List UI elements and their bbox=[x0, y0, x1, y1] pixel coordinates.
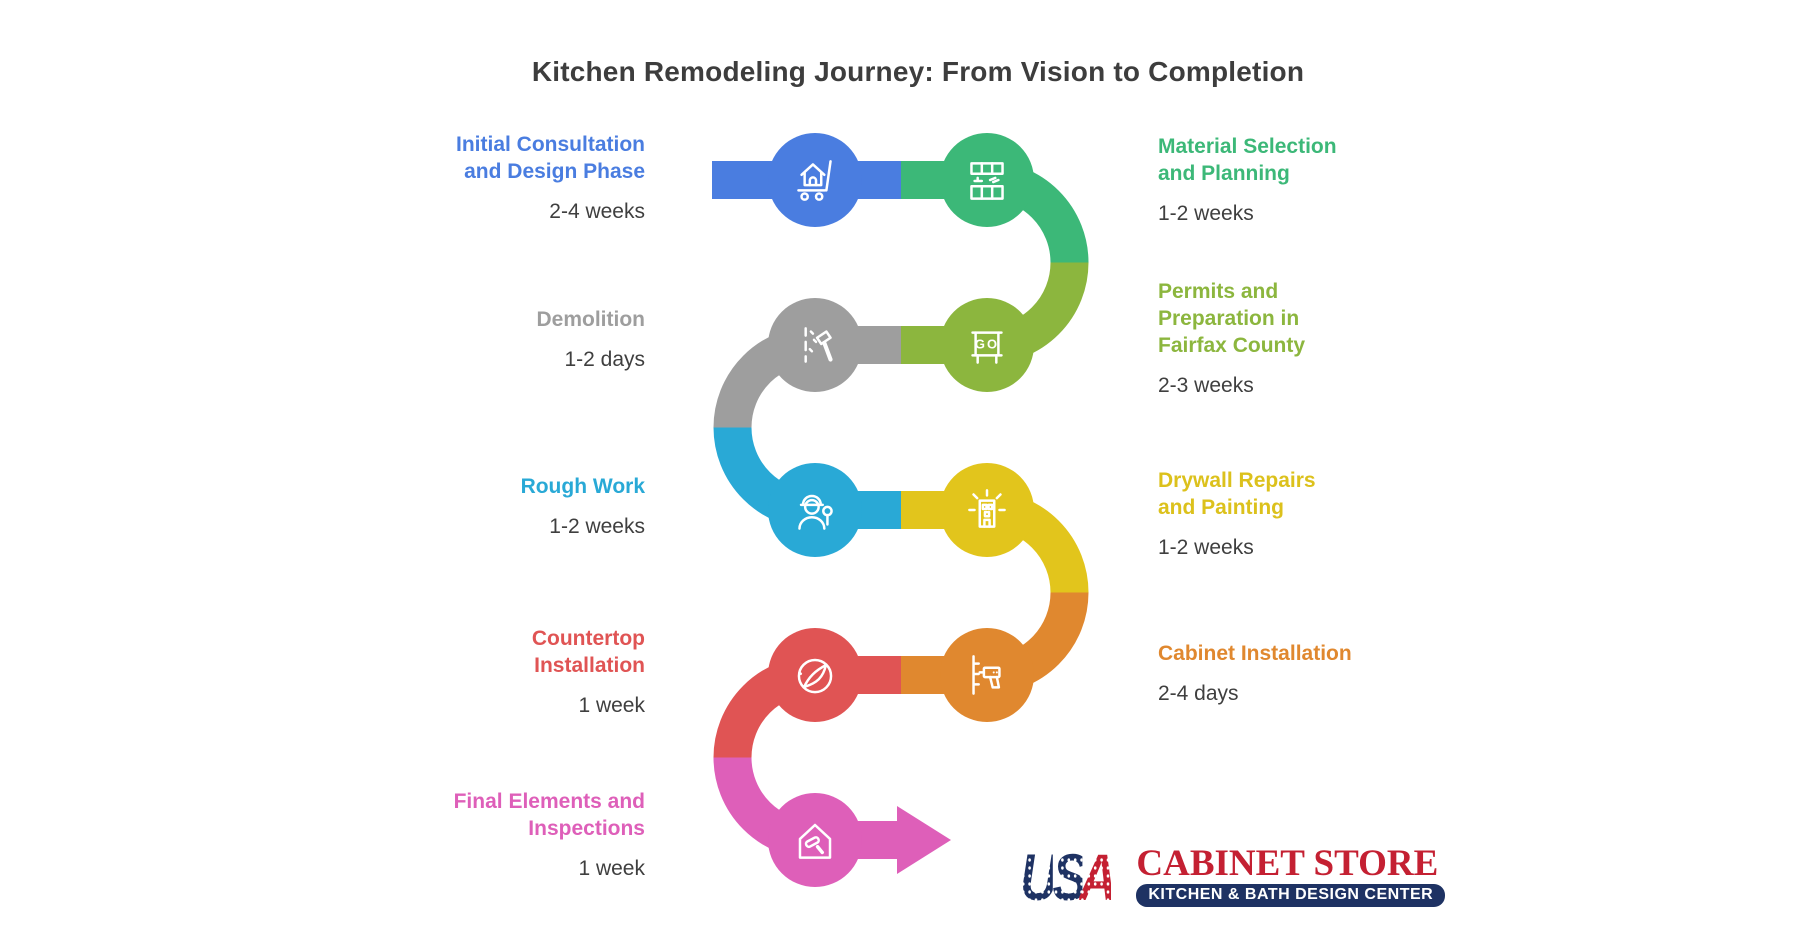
step-countertop: Countertop Installation 1 week bbox=[510, 625, 645, 719]
usa-letter-a: A bbox=[1078, 840, 1117, 914]
step-label: Demolition bbox=[536, 308, 646, 331]
node-countertop bbox=[768, 628, 862, 722]
usa-letter-u: U bbox=[1020, 840, 1058, 914]
node-material-selection bbox=[940, 133, 1034, 227]
step-duration: 1-2 days bbox=[564, 348, 645, 371]
step-label: Final Elements and Inspections bbox=[453, 790, 645, 840]
node-final-elements bbox=[768, 793, 862, 887]
node-permits: GO bbox=[940, 298, 1034, 392]
hammer-demolition-icon bbox=[804, 327, 833, 363]
node-initial-consultation bbox=[768, 133, 862, 227]
step-final-elements: Final Elements and Inspections 1 week bbox=[440, 788, 645, 882]
shining-building-icon bbox=[968, 489, 1006, 528]
go-sign-icon: GO bbox=[971, 331, 1003, 364]
step-duration: 1-2 weeks bbox=[1158, 202, 1254, 225]
store-name: CABINET STORE bbox=[1136, 843, 1439, 884]
node-cabinet-installation bbox=[940, 628, 1034, 722]
go-sign-label: GO bbox=[975, 337, 999, 352]
step-permits: Permits and Preparation in Fairfax Count… bbox=[1158, 278, 1323, 399]
step-initial-consultation: Initial Consultation and Design Phase 2-… bbox=[420, 131, 645, 225]
step-duration: 1 week bbox=[578, 857, 645, 880]
step-material-selection: Material Selection and Planning 1-2 week… bbox=[1158, 133, 1358, 227]
worker-wrench-icon bbox=[798, 494, 833, 530]
step-rough-work: Rough Work 1-2 weeks bbox=[521, 473, 645, 540]
node-rough-work bbox=[768, 463, 862, 557]
logo-text-block: CABINET STORE KITCHEN & BATH DESIGN CENT… bbox=[1136, 843, 1446, 907]
journey-arrow-icon bbox=[897, 806, 951, 874]
store-tagline: KITCHEN & BATH DESIGN CENTER bbox=[1136, 884, 1446, 907]
usa-letter-s: S bbox=[1052, 840, 1088, 914]
step-duration: 2-4 weeks bbox=[549, 200, 645, 223]
house-cart-icon bbox=[797, 160, 832, 201]
step-label: Rough Work bbox=[520, 475, 645, 498]
step-duration: 1-2 weeks bbox=[549, 515, 645, 538]
step-drywall-painting: Drywall Repairs and Painting 1-2 weeks bbox=[1158, 467, 1333, 561]
step-label: Drywall Repairs and Painting bbox=[1158, 469, 1316, 519]
step-duration: 1-2 weeks bbox=[1158, 536, 1254, 559]
kitchen-cabinets-icon bbox=[970, 162, 1004, 200]
step-duration: 2-4 days bbox=[1158, 682, 1239, 705]
step-label: Permits and Preparation in Fairfax Count… bbox=[1158, 280, 1306, 357]
step-duration: 1 week bbox=[578, 694, 645, 717]
step-label: Cabinet Installation bbox=[1158, 642, 1352, 665]
step-demolition: Demolition 1-2 days bbox=[537, 306, 646, 373]
page-title: Kitchen Remodeling Journey: From Vision … bbox=[531, 56, 1305, 87]
step-label: Countertop Installation bbox=[531, 627, 645, 677]
step-label: Material Selection and Planning bbox=[1158, 135, 1337, 185]
node-demolition bbox=[768, 298, 862, 392]
countertop-icon bbox=[797, 658, 833, 694]
node-drywall-painting bbox=[940, 463, 1034, 557]
drill-icon bbox=[972, 655, 1001, 695]
usa-cabinet-store-logo: USA CABINET STORE KITCHEN & BATH DESIGN … bbox=[1020, 843, 1446, 910]
house-paint-roller-icon bbox=[798, 823, 832, 859]
step-cabinet-installation: Cabinet Installation 2-4 days bbox=[1158, 640, 1352, 707]
step-duration: 2-3 weeks bbox=[1158, 374, 1254, 397]
step-label: Initial Consultation and Design Phase bbox=[456, 133, 645, 183]
usa-logo-letters: USA bbox=[1020, 844, 1117, 910]
